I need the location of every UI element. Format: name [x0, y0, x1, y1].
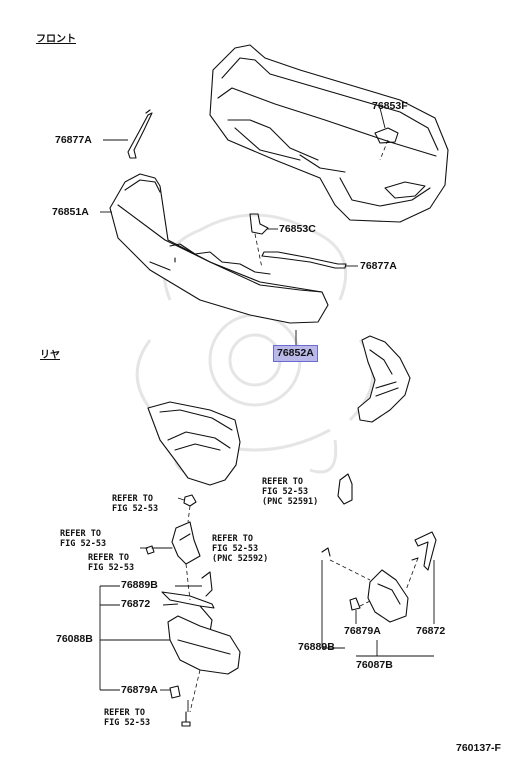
section-front: フロント — [36, 34, 76, 45]
bracket-76877A-top — [127, 109, 153, 159]
part-label-76889B-right[interactable]: 76889B — [298, 641, 335, 653]
clip-76853C — [249, 213, 269, 235]
part-label-76853C[interactable]: 76853C — [279, 223, 316, 235]
rear-lower-end-left — [167, 615, 241, 675]
part-label-76877A-mid[interactable]: 76877A — [360, 260, 397, 272]
part-label-76879A-right[interactable]: 76879A — [344, 625, 381, 637]
leader-lines — [99, 107, 435, 712]
bracket-76877A-mid — [261, 251, 347, 269]
part-label-76852A[interactable]: 76852A — [273, 345, 318, 362]
part-label-76853F[interactable]: 76853F — [372, 100, 408, 112]
part-label-76889B-left[interactable]: 76889B — [121, 579, 158, 591]
refer-note-pnc-52592[interactable]: REFER TO FIG 52-53 (PNC 52592) — [212, 534, 269, 564]
refer-note-bolt-mid[interactable]: REFER TO FIG 52-53 — [88, 553, 135, 573]
part-label-76877A-top[interactable]: 76877A — [55, 134, 92, 146]
front-spoiler-76851A — [109, 173, 329, 324]
clip-76879A-left — [169, 685, 181, 699]
part-label-76872-right[interactable]: 76872 — [416, 625, 446, 637]
rear-bumper-end-left — [147, 401, 241, 486]
part-label-76872-left[interactable]: 76872 — [121, 598, 151, 610]
bolt-bottom — [181, 711, 191, 727]
part-label-76087B[interactable]: 76087B — [356, 659, 393, 671]
dashed-guides — [185, 139, 419, 713]
refer-note-bolt-left[interactable]: REFER TO FIG 52-53 — [60, 529, 107, 549]
nut-52-53 — [183, 494, 197, 507]
figure-id: 760137-F — [456, 742, 501, 754]
refer-note-bottom-bolt[interactable]: REFER TO FIG 52-53 — [104, 708, 151, 728]
refer-note-pnc-52591[interactable]: REFER TO FIG 52-53 (PNC 52591) — [262, 477, 319, 507]
rear-bumper-end-right — [357, 335, 411, 423]
part-label-76851A[interactable]: 76851A — [52, 206, 89, 218]
center-bracket — [145, 521, 201, 565]
section-rear: リヤ — [40, 350, 60, 361]
bracket-pnc-52591 — [337, 473, 353, 505]
refer-note-nut[interactable]: REFER TO FIG 52-53 — [112, 494, 159, 514]
rear-lower-end-right — [321, 531, 437, 623]
front-bumper-cover — [209, 44, 449, 223]
brackets-left-group — [161, 571, 215, 633]
part-label-76879A-left[interactable]: 76879A — [121, 684, 158, 696]
part-label-76088B[interactable]: 76088B — [56, 633, 93, 645]
